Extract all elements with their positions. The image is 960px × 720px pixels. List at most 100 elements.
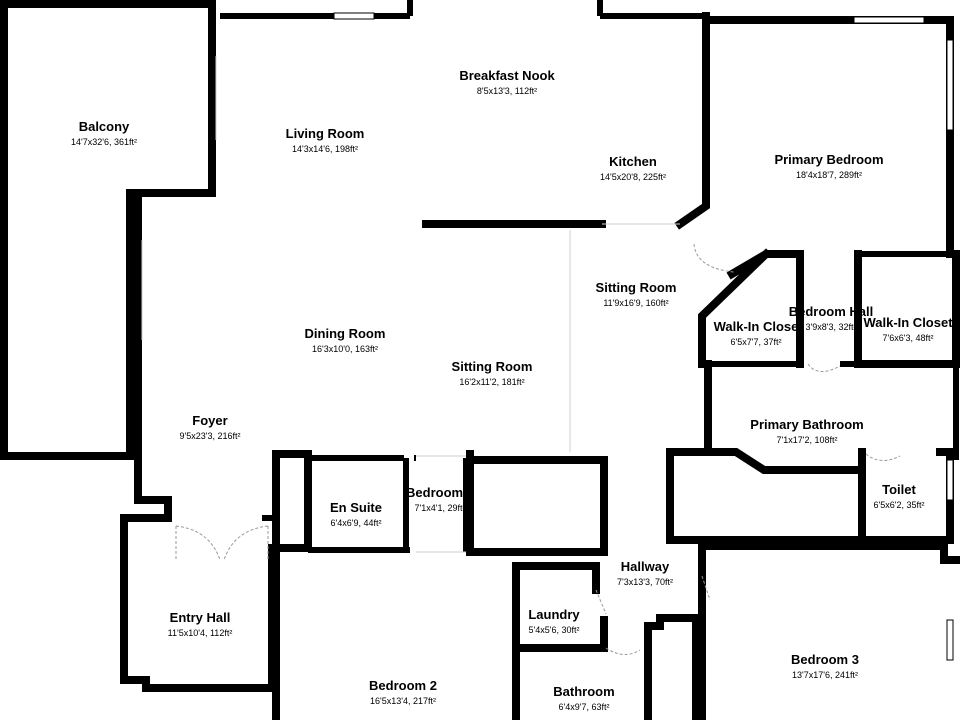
room-name: Balcony xyxy=(79,119,130,134)
wall-primary-bath xyxy=(666,448,866,474)
room-dims: 7'6x6'3, 48ft² xyxy=(883,333,934,343)
room-bedroom-3: Bedroom 3 13'7x17'6, 241ft² xyxy=(791,652,859,680)
room-bathroom: Bathroom 6'4x9'7, 63ft² xyxy=(553,684,614,712)
windows xyxy=(141,12,954,661)
wall-laundry-bottom xyxy=(512,616,608,652)
room-dims: 16'2x11'2, 181ft² xyxy=(459,377,524,387)
room-name: Primary Bathroom xyxy=(750,417,863,432)
wall-center-block xyxy=(466,450,608,556)
room-primary-bathroom: Primary Bathroom 7'1x17'2, 108ft² xyxy=(750,417,863,445)
room-dims: 9'5x23'3, 216ft² xyxy=(180,431,241,441)
room-dims: 5'4x5'6, 30ft² xyxy=(529,625,580,635)
room-dims: 14'7x32'6, 361ft² xyxy=(71,137,137,147)
room-name: Hallway xyxy=(621,559,670,574)
room-walk-in-closet-left: Walk-In Close 6'5x7'7, 37ft² xyxy=(714,319,799,347)
room-name: Foyer xyxy=(192,413,227,428)
room-living-room: Living Room 14'3x14'6, 198ft² xyxy=(286,126,365,154)
room-bedroom-hall: Bedroom Hall 3'9x8'3, 32ft² xyxy=(789,304,874,332)
room-kitchen: Kitchen 14'5x20'8, 225ft² xyxy=(600,154,666,182)
room-name: Walk-In Closet xyxy=(863,315,953,330)
room-dims: 11'9x16'9, 160ft² xyxy=(603,298,668,308)
wall-right-block xyxy=(666,448,866,544)
room-dims: 18'4x18'7, 289ft² xyxy=(796,170,862,180)
room-dims: 16'3x10'0, 163ft² xyxy=(312,344,378,354)
room-laundry: Laundry 5'4x5'6, 30ft² xyxy=(528,607,580,635)
wall-laundry xyxy=(512,562,600,720)
wall-bedroom3-top xyxy=(698,542,960,564)
room-labels: Balcony 14'7x32'6, 361ft² Living Room 14… xyxy=(71,68,953,712)
hallway-door xyxy=(701,575,711,601)
room-dining-room: Dining Room 16'3x10'0, 163ft² xyxy=(305,326,386,354)
room-dims: 3'9x8'3, 32ft² xyxy=(806,322,857,332)
wall-walkin-right xyxy=(854,250,960,368)
room-dims: 11'5x10'4, 112ft² xyxy=(168,628,233,638)
room-bedroom-2-small: Bedroom 2 7'1x4'1, 29ft² xyxy=(406,485,474,513)
window-top-living xyxy=(333,12,375,20)
wall-walkin-left xyxy=(726,250,804,368)
laundry-door xyxy=(595,589,607,615)
room-primary-bedroom: Primary Bedroom 18'4x18'7, 289ft² xyxy=(774,152,883,180)
room-name: Primary Bedroom xyxy=(774,152,883,167)
bed-hall-door xyxy=(807,363,841,372)
room-sitting-room-upper: Sitting Room 11'9x16'9, 160ft² xyxy=(596,280,677,308)
kitchen-door xyxy=(693,243,735,273)
room-name: Dining Room xyxy=(305,326,386,341)
room-sitting-room-lower: Sitting Room 16'2x11'2, 181ft² xyxy=(452,359,533,387)
room-dims: 6'4x9'7, 63ft² xyxy=(559,702,610,712)
room-walk-in-closet-right: Walk-In Closet 7'6x6'3, 48ft² xyxy=(863,315,953,343)
wall-primary-bath-right xyxy=(858,448,954,544)
room-dims: 6'4x6'9, 44ft² xyxy=(331,518,382,528)
wall-ensuite xyxy=(272,450,312,552)
entry-door-left xyxy=(175,525,221,561)
window-right-bedroom3 xyxy=(946,619,954,661)
room-name: Toilet xyxy=(882,482,916,497)
room-dims: 13'7x17'6, 241ft² xyxy=(792,670,858,680)
room-name: Sitting Room xyxy=(452,359,533,374)
room-bedroom-2: Bedroom 2 16'5x13'4, 217ft² xyxy=(369,678,437,706)
room-entry-hall: Entry Hall 11'5x10'4, 112ft² xyxy=(168,610,233,638)
wall-primary-bedroom-top xyxy=(702,16,954,258)
room-hallway: Hallway 7'3x13'3, 70ft² xyxy=(617,559,673,587)
wall-walkin-diag xyxy=(698,248,772,368)
wall-bathroom xyxy=(644,614,700,720)
room-name: Sitting Room xyxy=(596,280,677,295)
room-balcony: Balcony 14'7x32'6, 361ft² xyxy=(71,119,137,147)
room-breakfast-nook: Breakfast Nook 8'5x13'3, 112ft² xyxy=(459,68,555,96)
wall-foyer-left xyxy=(126,189,172,522)
room-name: Bedroom Hall xyxy=(789,304,874,319)
wall-kitchen-right xyxy=(674,12,710,230)
room-name: Breakfast Nook xyxy=(459,68,555,83)
wall-entry-hall xyxy=(120,514,276,692)
room-toilet: Toilet 6'5x6'2, 35ft² xyxy=(874,482,925,510)
room-name: Kitchen xyxy=(609,154,657,169)
room-foyer: Foyer 9'5x23'3, 216ft² xyxy=(180,413,241,441)
window-right-toilet xyxy=(946,459,954,501)
room-dims: 7'1x17'2, 108ft² xyxy=(777,435,838,445)
room-en-suite: En Suite 6'4x6'9, 44ft² xyxy=(330,500,382,528)
room-dims: 16'5x13'4, 217ft² xyxy=(370,696,436,706)
room-dims: 6'5x6'2, 35ft² xyxy=(874,500,925,510)
room-name: En Suite xyxy=(330,500,382,515)
room-dims: 7'1x4'1, 29ft² xyxy=(415,503,466,513)
room-name: Laundry xyxy=(528,607,580,622)
room-dims: 8'5x13'3, 112ft² xyxy=(477,86,537,96)
room-dims: 14'5x20'8, 225ft² xyxy=(600,172,666,182)
toilet-door xyxy=(865,453,901,461)
room-dims: 6'5x7'7, 37ft² xyxy=(731,337,782,347)
bathroom-door xyxy=(605,647,641,655)
room-dims: 7'3x13'3, 70ft² xyxy=(617,577,673,587)
room-name: Bedroom 2 xyxy=(369,678,437,693)
wall-balcony xyxy=(0,0,216,460)
window-top-bedroom xyxy=(853,16,925,24)
room-name: Living Room xyxy=(286,126,365,141)
room-name: Walk-In Close xyxy=(714,319,799,334)
room-name: Bedroom 3 xyxy=(791,652,859,667)
window-right-bedroom xyxy=(946,39,954,131)
doors xyxy=(175,223,901,655)
room-name: Bedroom 2 xyxy=(406,485,474,500)
entry-door-right xyxy=(223,525,269,561)
room-name: Bathroom xyxy=(553,684,614,699)
room-dims: 14'3x14'6, 198ft² xyxy=(292,144,358,154)
